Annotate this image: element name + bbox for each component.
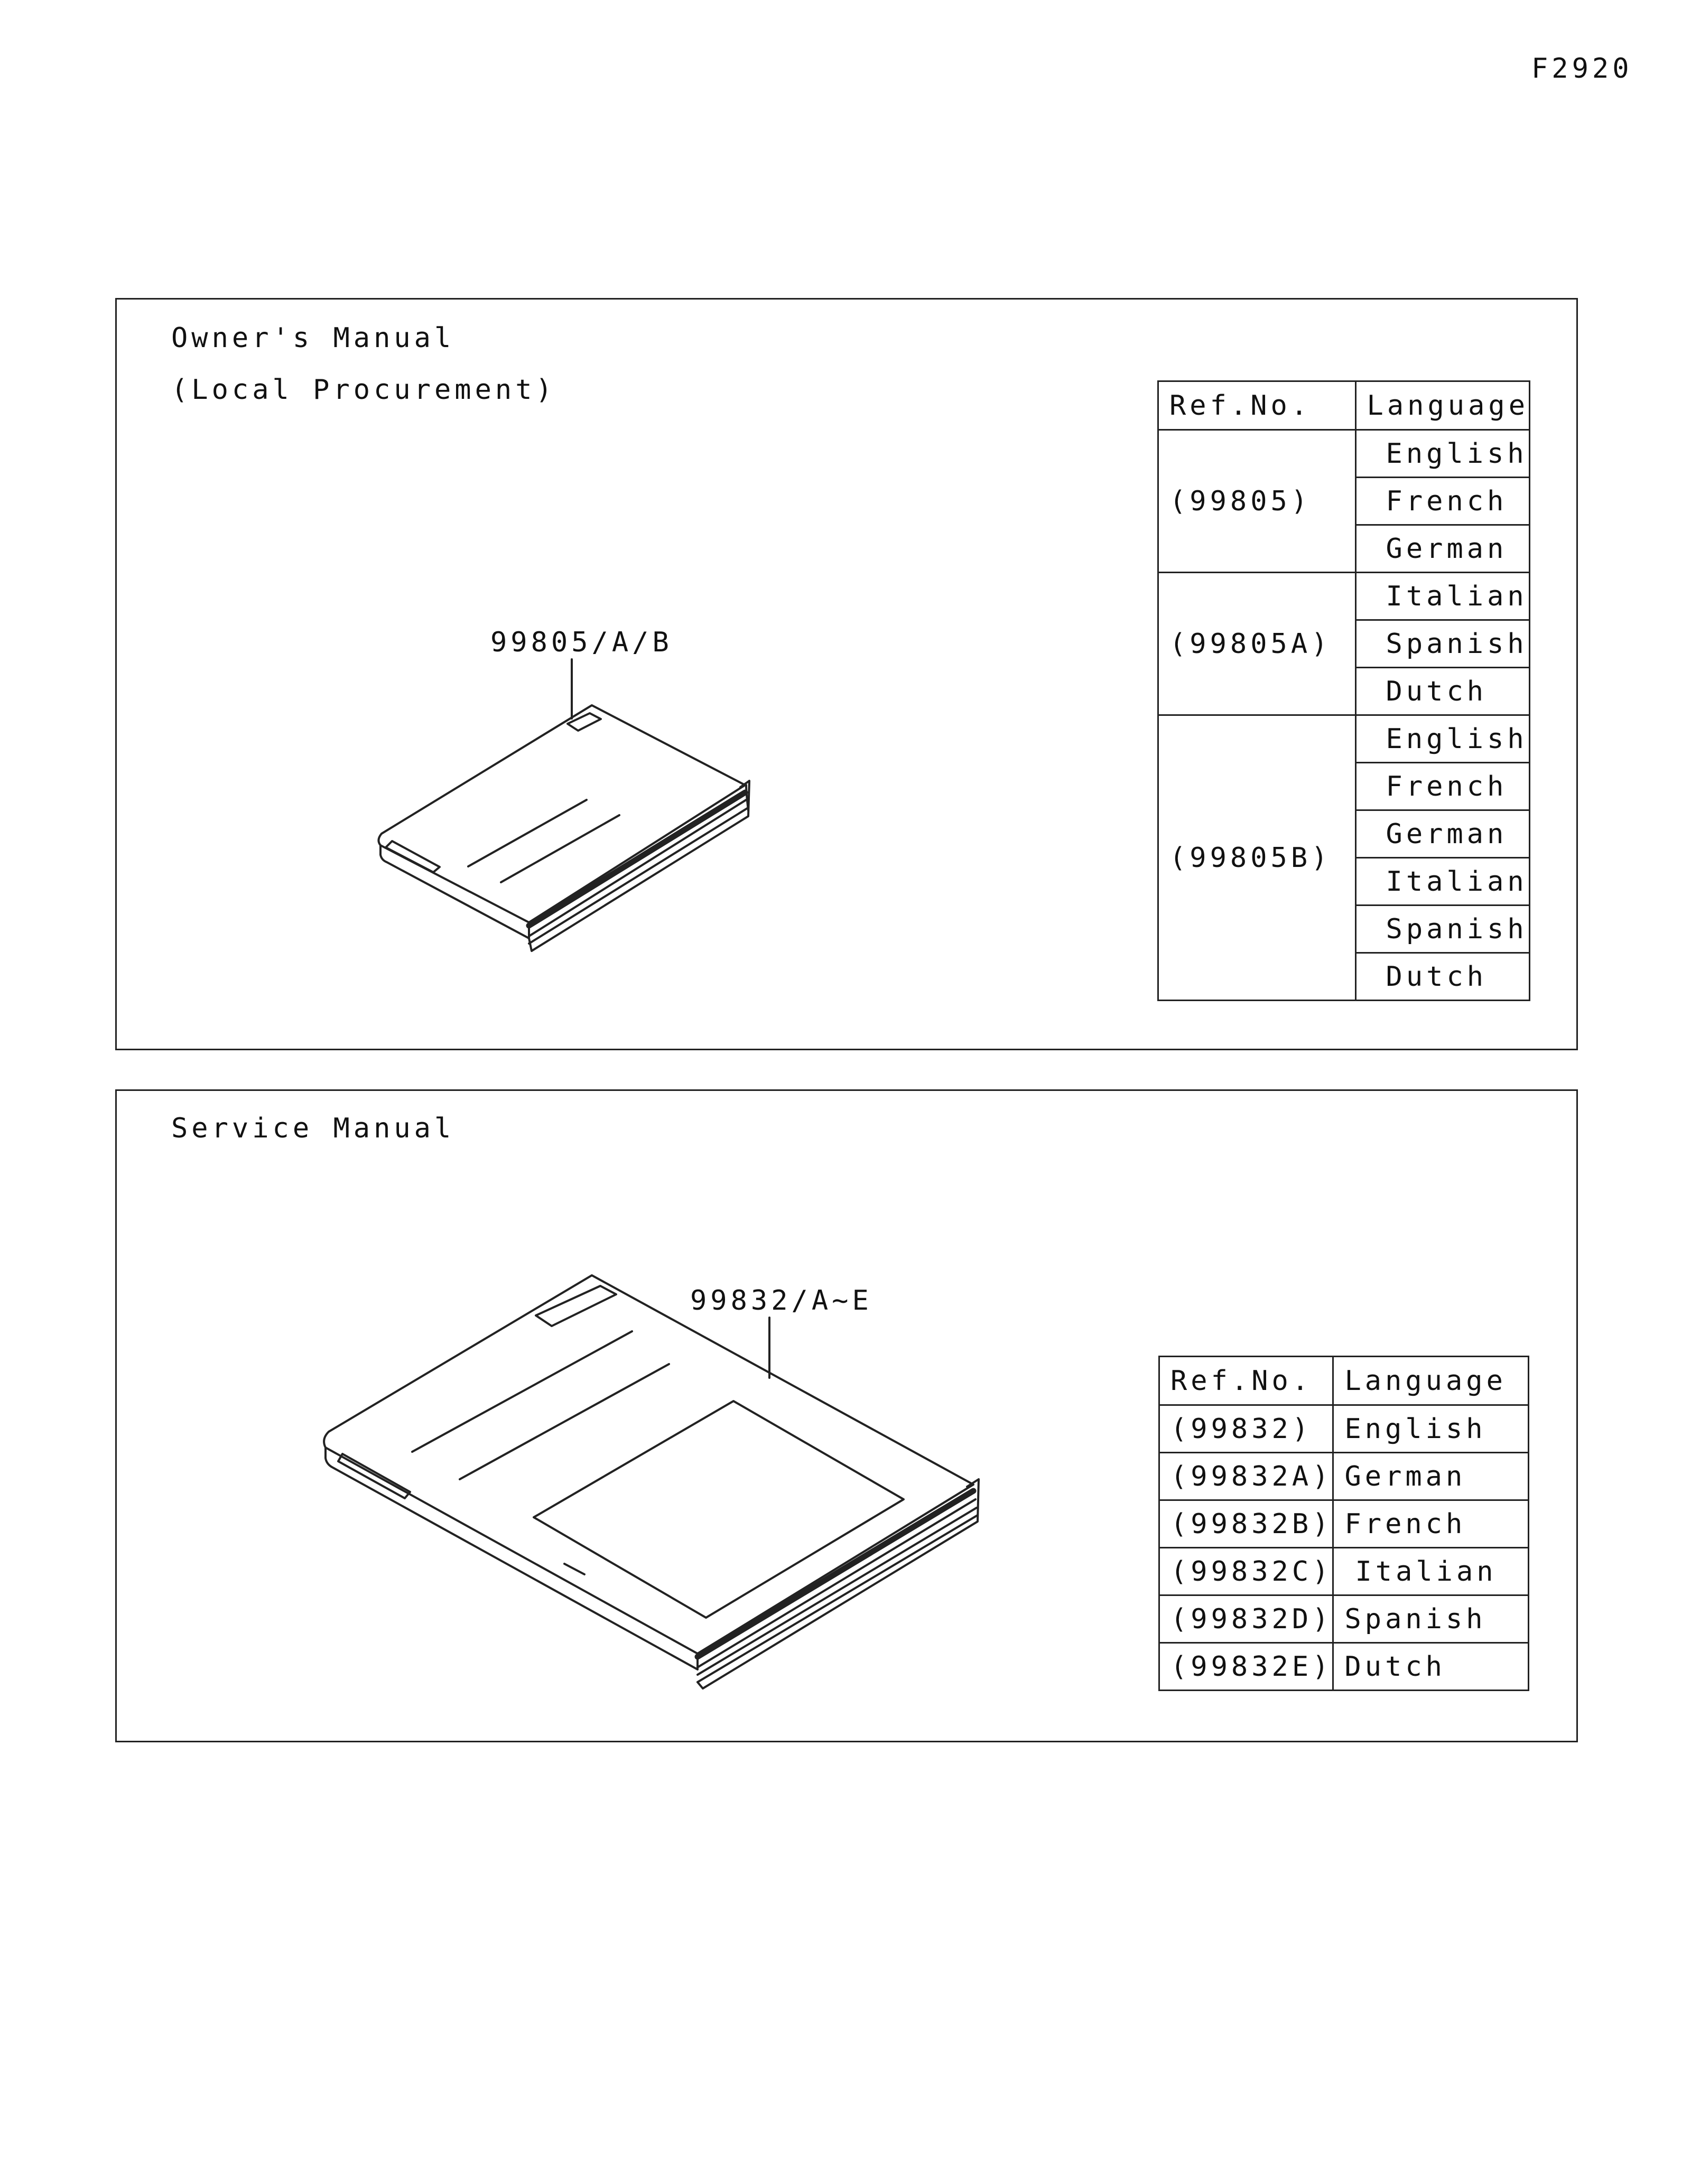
ref-no-header: Ref.No.: [1157, 380, 1356, 431]
language-cell: Italian: [1354, 857, 1531, 906]
language-cell: German: [1354, 524, 1531, 573]
table-row: Italian: [1158, 857, 1531, 906]
service-manual-panel: [115, 1089, 1578, 1742]
language-cell: Italian: [1332, 1547, 1529, 1596]
ref-no-cell: (99832A): [1158, 1452, 1334, 1501]
table-row: (99805B) English: [1157, 714, 1531, 1001]
language-cell: English: [1354, 714, 1531, 763]
owners-manual-ref-table: Ref.No. Language (99805) English French …: [1157, 380, 1531, 1001]
language-cell: German: [1354, 809, 1531, 858]
owners-manual-callout: 99805/A/B: [490, 627, 673, 658]
service-manual-title: Service Manual: [171, 1113, 455, 1144]
table-row: German: [1158, 524, 1531, 573]
table-row: French: [1158, 762, 1531, 811]
language-cell: Dutch: [1354, 952, 1531, 1001]
ref-no-header: Ref.No.: [1158, 1356, 1334, 1406]
table-header-row: Ref.No. Language: [1157, 380, 1531, 431]
table-row: Spanish: [1158, 904, 1531, 954]
language-cell: Spanish: [1354, 904, 1531, 954]
ref-no-cell: (99805A): [1157, 572, 1356, 716]
language-cell: Spanish: [1354, 619, 1531, 668]
table-row: Dutch: [1158, 667, 1531, 716]
table-row: (99832D) Spanish: [1158, 1594, 1529, 1644]
language-cell: English: [1332, 1404, 1529, 1453]
language-cell: French: [1332, 1499, 1529, 1548]
figure-code: F2920: [1531, 53, 1633, 85]
ref-no-cell: (99832E): [1158, 1642, 1334, 1691]
table-row: (99832) English: [1158, 1404, 1529, 1453]
language-header: Language: [1354, 380, 1531, 431]
ref-no-cell: (99832D): [1158, 1594, 1334, 1644]
table-row: (99832C) Italian: [1158, 1547, 1529, 1596]
language-header: Language: [1332, 1356, 1529, 1406]
table-row: German: [1158, 809, 1531, 858]
owners-manual-panel: [115, 298, 1578, 1050]
table-row: (99832A) German: [1158, 1452, 1529, 1501]
table-row: (99805) English: [1157, 429, 1531, 573]
language-cell: Dutch: [1354, 667, 1531, 716]
language-cell: Spanish: [1332, 1594, 1529, 1644]
ref-no-cell: (99805): [1157, 429, 1356, 573]
service-manual-ref-table: Ref.No. Language (99832) English (99832A…: [1158, 1356, 1529, 1691]
language-cell: French: [1354, 762, 1531, 811]
language-cell: Italian: [1354, 572, 1531, 621]
table-row: Spanish: [1158, 619, 1531, 668]
table-row: (99832B) French: [1158, 1499, 1529, 1548]
language-cell: French: [1354, 477, 1531, 526]
table-row: French: [1158, 477, 1531, 526]
service-manual-callout: 99832/A~E: [690, 1285, 872, 1317]
ref-no-cell: (99832B): [1158, 1499, 1334, 1548]
table-row: (99805A) Italian: [1157, 572, 1531, 716]
table-header-row: Ref.No. Language: [1158, 1356, 1529, 1406]
owners-manual-title: Owner's Manual: [171, 322, 455, 354]
ref-no-cell: (99805B): [1157, 714, 1356, 1001]
owners-manual-subtitle: (Local Procurement): [171, 374, 556, 406]
table-row: (99832E) Dutch: [1158, 1642, 1529, 1691]
language-cell: German: [1332, 1452, 1529, 1501]
ref-no-cell: (99832): [1158, 1404, 1334, 1453]
table-row: Dutch: [1158, 952, 1531, 1001]
language-cell: Dutch: [1332, 1642, 1529, 1691]
ref-no-cell: (99832C): [1158, 1547, 1334, 1596]
language-cell: English: [1354, 429, 1531, 478]
